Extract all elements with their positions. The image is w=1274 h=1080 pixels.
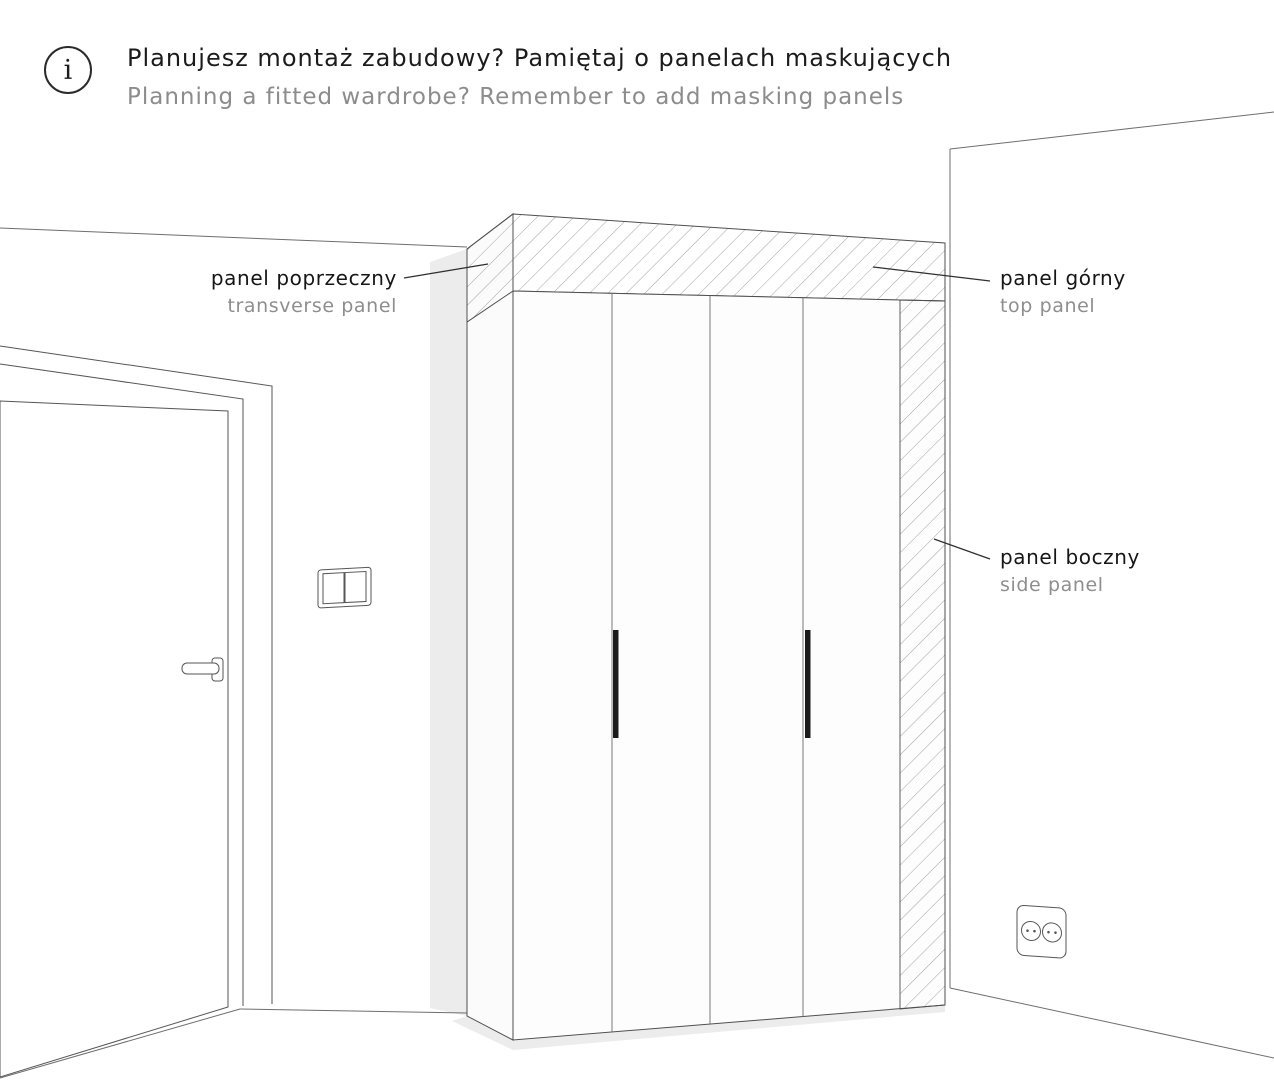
leader-transverse-panel [403, 263, 489, 279]
leader-side-panel [933, 538, 991, 560]
light-switch-rocker-left [322, 572, 345, 605]
info-icon-glyph: i [63, 54, 73, 86]
callout-transverse-panel-pl: panel poprzeczny [210, 266, 397, 290]
wardrobe-left-shadow [430, 249, 467, 1016]
left-wall-ceiling-line [0, 227, 468, 248]
room-door [0, 345, 273, 1078]
power-outlet-frame [1016, 904, 1067, 959]
page-subtitle: Planning a fitted wardrobe? Remember to … [127, 83, 905, 110]
callout-top-panel: panel górny top panel [1000, 268, 1126, 316]
left-wall-floor-line [0, 1008, 241, 1079]
door-frame-inner [0, 363, 244, 1006]
callout-side-panel-en: side panel [1000, 574, 1104, 596]
side-panel-hatch [899, 299, 946, 1010]
power-outlet-hole [1026, 929, 1029, 933]
power-outlet-socket-right [1042, 922, 1062, 943]
power-outlet-hole [1054, 931, 1057, 934]
callout-top-panel-pl: panel górny [1000, 266, 1126, 290]
door-leaf [0, 400, 229, 1078]
power-outlet [1016, 904, 1067, 959]
leader-top-panel [872, 266, 991, 282]
callout-transverse-panel-en: transverse panel [227, 295, 397, 317]
page-title: Planujesz montaż zabudowy? Pamiętaj o pa… [127, 44, 953, 72]
callout-side-panel: panel boczny side panel [1000, 547, 1140, 595]
wardrobe [466, 212, 946, 1041]
wardrobe-bottom-shadow [452, 1005, 945, 1050]
callout-transverse-panel: panel poprzeczny transverse panel [211, 268, 397, 316]
door-frame-outer [0, 345, 273, 1004]
power-outlet-hole [1033, 929, 1036, 933]
light-switch-rocker-right [344, 570, 367, 604]
header: Planujesz montaż zabudowy? Pamiętaj o pa… [127, 44, 952, 111]
wardrobe-handle-right [805, 630, 811, 738]
power-outlet-socket-left [1021, 920, 1041, 942]
right-wall-floor-line [949, 987, 1274, 1059]
info-icon: i [44, 46, 92, 94]
right-wall-ceiling-line [949, 111, 1274, 150]
callout-side-panel-pl: panel boczny [1000, 545, 1140, 569]
wardrobe-front-face [512, 290, 946, 1041]
wardrobe-handle-left [613, 630, 619, 738]
back-wall-floor-line [239, 1008, 468, 1014]
top-panel-hatch [512, 213, 946, 302]
wardrobe-left-face [466, 212, 514, 1041]
light-switch [317, 566, 372, 609]
door-handle-lever [181, 662, 220, 675]
callout-top-panel-en: top panel [1000, 295, 1096, 317]
power-outlet-hole [1047, 930, 1050, 934]
